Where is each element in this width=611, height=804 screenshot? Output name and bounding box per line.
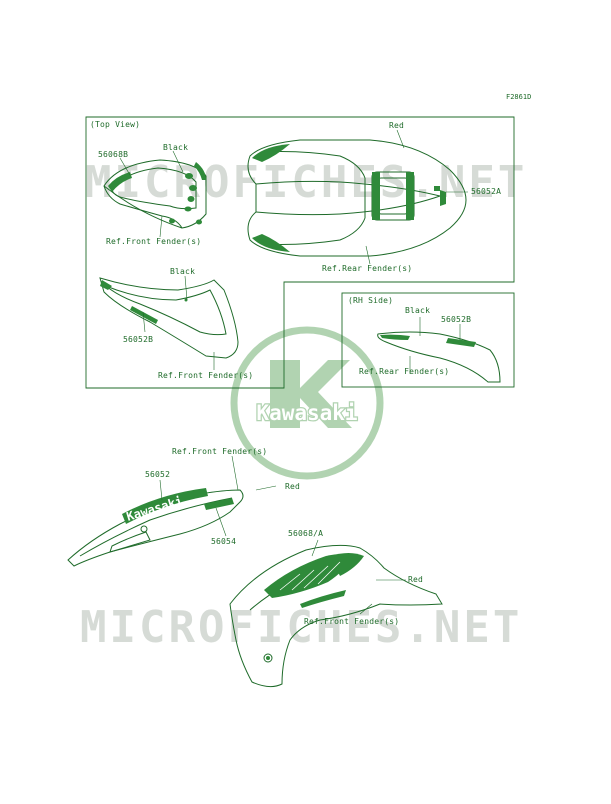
label-tv-black: Black (163, 143, 189, 152)
lower-left-leaders (159, 455, 277, 537)
front-cowl-top-decals (108, 162, 206, 225)
rh-side-leaders (409, 317, 461, 374)
label-rh-ref-rear: Ref.Rear Fender(s) (359, 367, 450, 376)
figure-code: F2861D (506, 93, 532, 101)
lower-right-cowl-decals (264, 553, 364, 660)
front-fender-side-decals (100, 280, 188, 324)
label-tv-ref-front: Ref.Front Fender(s) (106, 237, 202, 246)
label-lo-56054: 56054 (211, 537, 237, 546)
rear-seat-cowl-decals (252, 144, 446, 252)
front-fender-side-part (99, 277, 239, 359)
front-cowl-top-part (103, 159, 207, 229)
top-view-frame (85, 116, 515, 389)
label-lr-red: Red (408, 575, 424, 584)
section-top-view: (Top View) (90, 120, 141, 129)
label-rh-black: Black (405, 306, 431, 315)
front-cowl-top-leaders (119, 150, 184, 238)
label-tv-red: Red (389, 121, 405, 130)
logo-text: Kawasaki (256, 401, 357, 425)
label-lo-ref-front: Ref.Front Fender(s) (172, 447, 268, 456)
watermark-top: MICROFICHES.NET (85, 157, 527, 208)
label-lr-ref-front: Ref.Front Fender(s) (304, 617, 400, 626)
kawasaki-logo: Kawasaki (230, 326, 384, 480)
label-tv-56068b: 56068B (98, 150, 129, 159)
rear-seat-cowl-leaders (365, 129, 468, 265)
label-tv2-ref-front: Ref.Front Fender(s) (158, 371, 254, 380)
kawasaki-decal-text: Kawasaki (125, 494, 184, 524)
label-tv2-56052b: 56052B (123, 335, 154, 344)
front-fender-side-leaders (142, 275, 215, 370)
lower-left-fender-decals: Kawasaki (122, 488, 234, 524)
lower-right-leaders (311, 539, 406, 615)
section-rh-side: (RH Side) (348, 296, 394, 305)
rh-side-rear-decals (380, 334, 476, 347)
label-tv-ref-rear: Ref.Rear Fender(s) (322, 264, 413, 273)
label-rh-56052b: 56052B (441, 315, 472, 324)
lower-right-cowl-hatch (279, 561, 341, 591)
label-lo-red: Red (285, 482, 301, 491)
rh-side-frame (341, 292, 515, 388)
label-lo-56052: 56052 (145, 470, 171, 479)
label-tv2-black: Black (170, 267, 196, 276)
label-tv-56052a: 56052A (471, 187, 502, 196)
watermark-bottom: MICROFICHES.NET (80, 602, 522, 653)
rh-side-rear-part (377, 331, 501, 383)
label-lr-56068a: 56068/A (288, 529, 324, 538)
